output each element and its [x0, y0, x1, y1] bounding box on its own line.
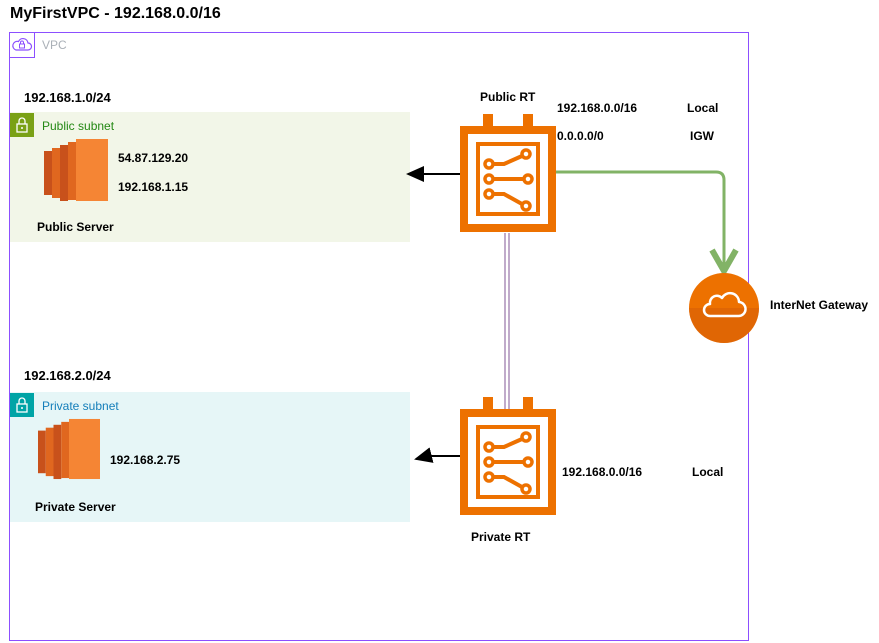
- diagram-title: MyFirstVPC - 192.168.0.0/16: [10, 5, 221, 22]
- vpc-cloud-icon: [9, 32, 35, 58]
- public-server-private-ip: 192.168.1.15: [118, 180, 189, 194]
- public-server-ec2-icon: [44, 138, 108, 202]
- public-rt-router-icon: [460, 112, 556, 232]
- private-rt-name: Private RT: [471, 530, 531, 544]
- vpc-container: [9, 32, 749, 641]
- public-rt-to-igw-link: [556, 170, 724, 268]
- public-rt-name: Public RT: [480, 90, 536, 104]
- internet-gateway-icon: [688, 272, 760, 344]
- public-rt-route-2-target: IGW: [690, 129, 714, 143]
- private-subnet-label: Private subnet: [42, 399, 119, 413]
- private-rt-router-icon: [460, 395, 556, 515]
- vpc-label: VPC: [42, 38, 67, 52]
- public-rt-route-1-target: Local: [687, 101, 719, 115]
- private-server-name: Private Server: [35, 500, 116, 514]
- private-subnet-cidr: 192.168.2.0/24: [24, 368, 111, 383]
- public-server-name: Public Server: [37, 220, 114, 234]
- private-server-private-ip: 192.168.2.75: [110, 453, 181, 467]
- private-server-ec2-icon: [38, 418, 100, 480]
- private-rt-route-1-target: Local: [692, 465, 724, 479]
- public-rt-route-2-destination: 0.0.0.0/0: [557, 129, 604, 143]
- private-subnet-lock-icon: [10, 393, 34, 417]
- public-subnet-cidr: 192.168.1.0/24: [24, 90, 111, 105]
- private-rt-route-1-destination: 192.168.0.0/16: [562, 465, 643, 479]
- private-rt-to-subnet-arrow: [414, 447, 460, 463]
- public-subnet-lock-icon: [10, 113, 34, 137]
- public-server-public-ip: 54.87.129.20: [118, 151, 189, 165]
- internet-gateway-name: InterNet Gateway: [770, 298, 869, 312]
- public-rt-route-1-destination: 192.168.0.0/16: [557, 101, 638, 115]
- public-subnet-label: Public subnet: [42, 119, 115, 133]
